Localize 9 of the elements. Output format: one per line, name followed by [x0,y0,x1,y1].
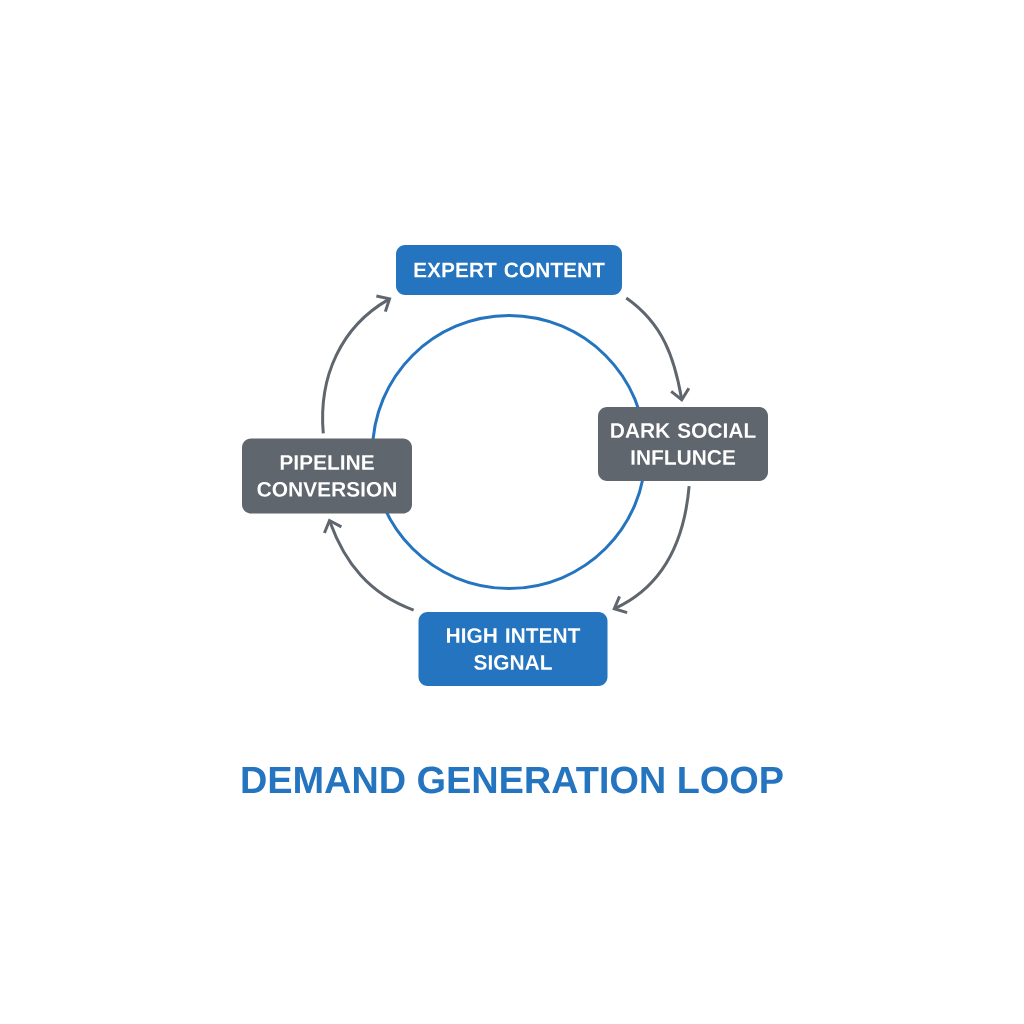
arrow [321,294,392,434]
arrow [625,296,691,402]
step-box: EXPERT CONTENT [396,245,622,295]
arrow [323,518,415,612]
step-box: DARK SOCIAL INFLUNCE [598,407,768,481]
step-box: HIGH INTENT SIGNAL [418,612,608,686]
title: DEMAND GENERATION LOOP [242,766,783,794]
arrow [612,486,691,615]
step-box: PIPELINE CONVERSION [242,438,412,514]
